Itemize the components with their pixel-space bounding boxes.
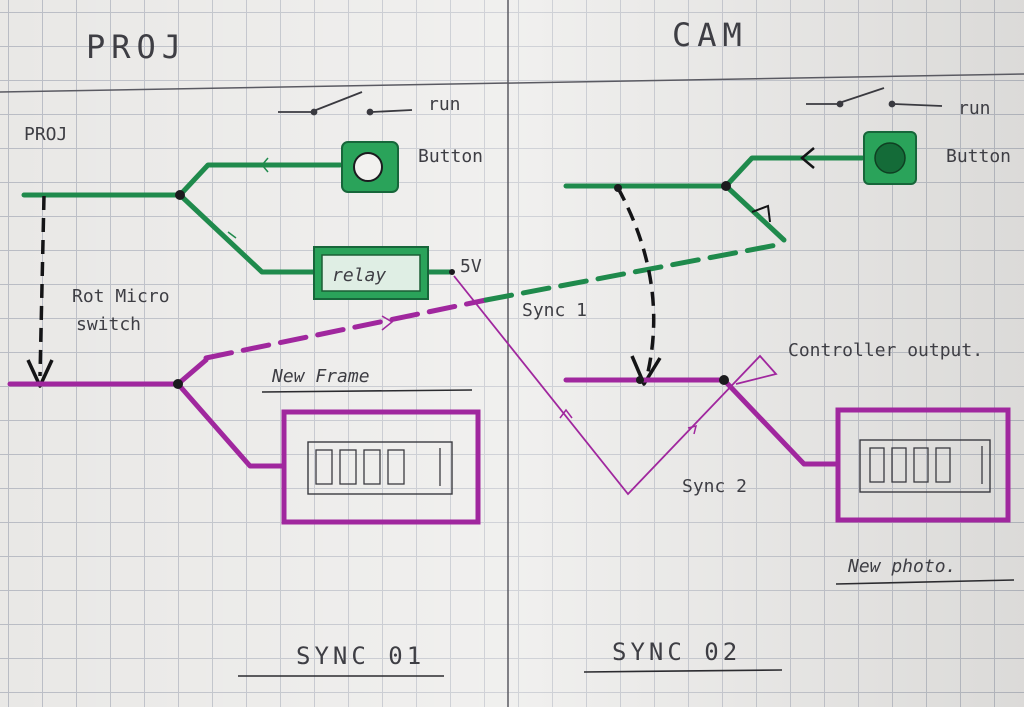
switch-symbol-right (806, 87, 943, 108)
new-frame-label: New Frame (271, 366, 370, 387)
button-right (863, 131, 917, 185)
microswitch-dashed-line (38, 195, 46, 377)
arrow-marker (751, 204, 771, 223)
sync01-label: SYNC 01 (296, 642, 425, 670)
cam-arrowhead (630, 355, 662, 386)
header-cam: CAM (672, 16, 748, 54)
five-volt-label: 5V (460, 256, 482, 277)
frame-counter-left (281, 409, 481, 525)
sync1-dashed-green (483, 241, 785, 303)
button-label-left: Button (418, 146, 483, 167)
run-label-right: run (958, 98, 991, 119)
magenta-wires-left (7, 357, 287, 469)
sync2-label: Sync 2 (682, 476, 747, 497)
node-left-magenta (173, 379, 183, 389)
green-wires-right (563, 155, 865, 243)
microswitch-label-1: Rot Micro (72, 286, 170, 307)
arrow-marker (381, 315, 394, 331)
button-left (341, 141, 399, 193)
relay-label: relay (332, 265, 386, 286)
arrow-marker (800, 147, 815, 169)
header-proj: PROJ (86, 28, 187, 66)
five-volt-node (449, 269, 455, 275)
arrow-marker (227, 231, 237, 239)
node-right-green (721, 181, 731, 191)
green-wires-left (21, 162, 455, 275)
switch-symbol-left (278, 91, 413, 116)
sync1-dashed-magenta (203, 297, 489, 361)
sync02-underline (583, 669, 783, 673)
arrow-marker (261, 157, 269, 173)
sync1-label: Sync 1 (522, 300, 587, 321)
cam-dashed-line (616, 187, 656, 373)
magenta-wires-right (563, 377, 841, 467)
new-frame-underline (261, 389, 473, 393)
relay-box (313, 246, 429, 300)
node-right-magenta-a (636, 376, 644, 384)
photo-counter-right (835, 407, 1011, 523)
new-photo-label: New photo. (847, 556, 956, 577)
arrow-marker (687, 424, 698, 435)
node-right-top (614, 184, 622, 192)
node-right-magenta-b (719, 375, 729, 385)
controller-output-label: Controller output. (788, 340, 983, 361)
arrow-marker (559, 408, 573, 419)
node-left-green (175, 190, 185, 200)
button-label-right: Button (946, 146, 1011, 167)
sync2-path (453, 275, 778, 496)
header-rule (0, 73, 1024, 93)
run-label-left: run (428, 94, 461, 115)
new-photo-underline (835, 579, 1015, 585)
microswitch-label-2: switch (76, 314, 141, 335)
proj-side-label: PROJ (24, 124, 67, 145)
sync02-label: SYNC 02 (612, 638, 741, 666)
